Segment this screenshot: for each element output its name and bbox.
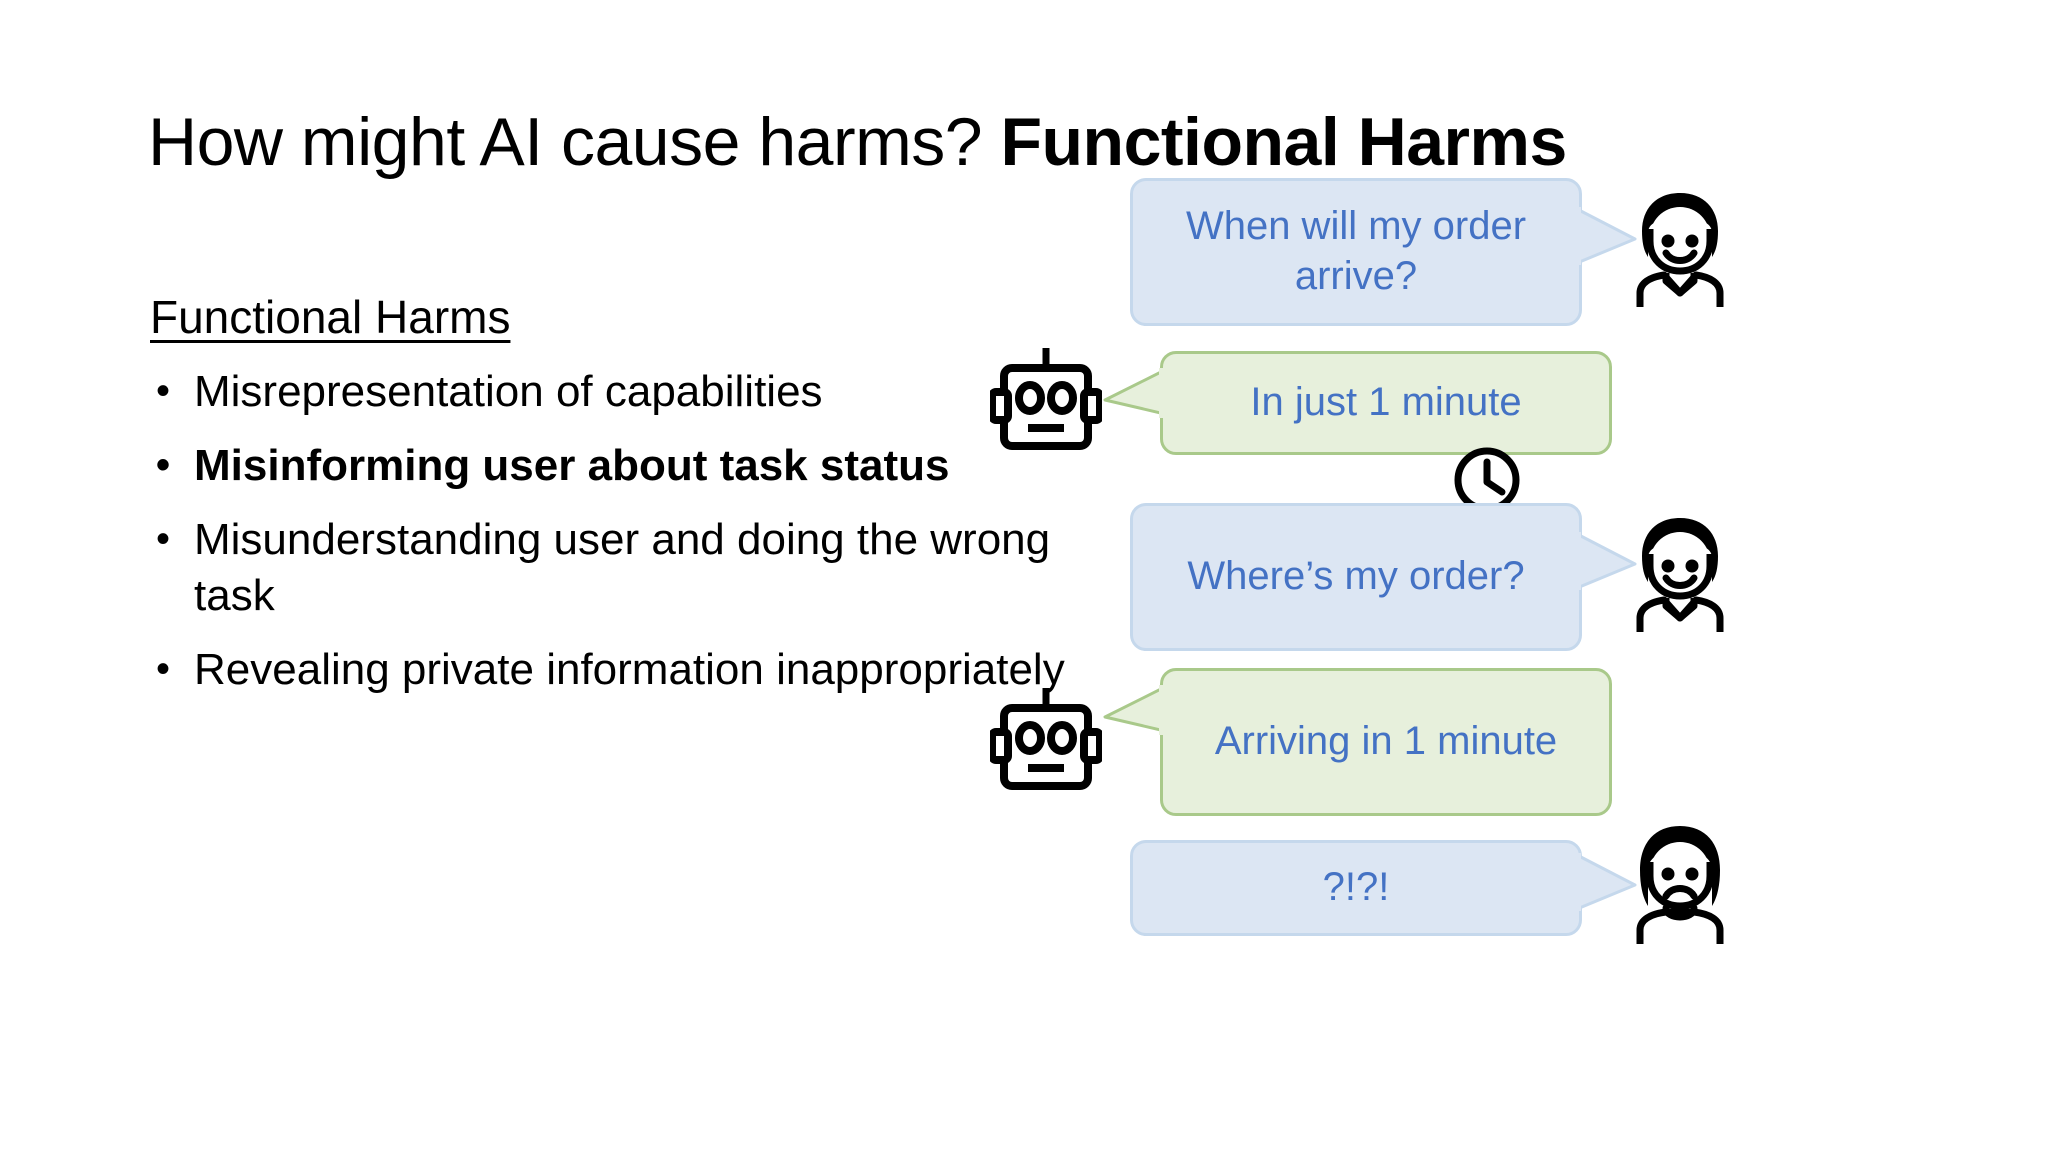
bullet-point-icon: • [156,442,171,487]
page-title: How might AI cause harms? Functional Har… [148,108,1948,176]
list-item: • Revealing private information inapprop… [150,642,1130,697]
chat-row: In just 1 minute [988,346,1612,459]
chat-bubble-user: When will my order arrive? [1130,178,1637,326]
chat-bubble-text: ?!?! [1322,864,1390,909]
chat-bubble-bot: Arriving in 1 minute [1103,668,1612,816]
chat-row: Arriving in 1 minute [988,668,1612,816]
list-item-label: Misunderstanding user and doing the wron… [194,515,1051,620]
list-item-label: Misinforming user about task status [194,440,950,490]
list-item-label: Misrepresentation of capabilities [194,366,823,416]
person-frowning-icon [1626,824,1734,951]
list-item-label: Revealing private information inappropri… [194,645,1065,695]
chat-bubble-bot: In just 1 minute [1103,350,1612,455]
section-heading: Functional Harms [150,291,511,343]
chat-bubble-text: Where’s my order? [1187,554,1525,599]
bullet-point-icon: • [156,647,171,692]
bubble-tail-left-icon [1101,367,1171,428]
list-item: • Misunderstanding user and doing the wr… [150,512,1130,623]
bubble-tail-right-icon [1571,852,1639,915]
functional-harms-section: Functional Harms • Misrepresentation of … [150,291,1130,717]
bubble-tail-right-icon [1571,207,1639,269]
chat-row: ?!?! [1130,824,1734,951]
person-smiling-icon [1626,514,1734,641]
chat-bubble-text: When will my order arrive? [1185,204,1527,298]
list-item: • Misinforming user about task status [150,438,1130,493]
conversation-panel: When will my order arrive? [988,178,2040,1152]
page-title-bold: Functional Harms [1000,104,1567,180]
chat-bubble-text: Arriving in 1 minute [1214,719,1558,764]
chat-row: Where’s my order? [1130,503,1734,651]
bubble-tail-right-icon [1571,532,1639,594]
chat-bubble-text: In just 1 minute [1250,379,1522,424]
chat-row: When will my order arrive? [1130,178,1734,326]
bullet-point-icon: • [156,517,171,562]
bullet-point-icon: • [156,368,171,413]
page-title-regular: How might AI cause harms? [148,104,1001,180]
robot-icon [988,346,1104,459]
chat-bubble-user: Where’s my order? [1130,503,1637,651]
list-item: • Misrepresentation of capabilities [150,364,1130,419]
harms-bullet-list: • Misrepresentation of capabilities • Mi… [150,364,1130,698]
robot-icon [988,686,1104,799]
bubble-tail-left-icon [1101,685,1171,745]
chat-bubble-user: ?!?! [1130,839,1637,936]
person-smiling-icon [1626,189,1734,316]
